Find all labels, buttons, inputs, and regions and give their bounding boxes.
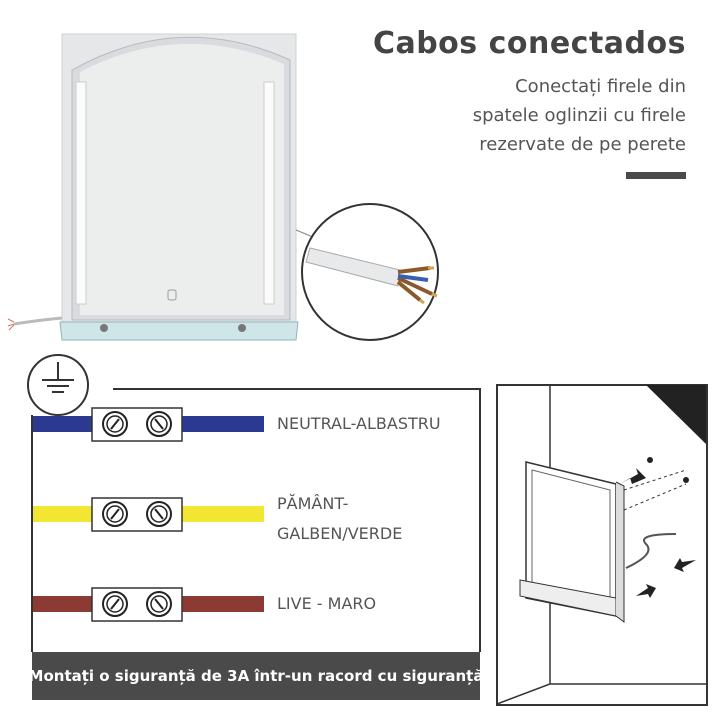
wire-label-line: PĂMÂNT- xyxy=(277,494,349,513)
wire-connector xyxy=(33,407,264,442)
wiring-diagram xyxy=(27,354,481,652)
wire-connector xyxy=(33,497,264,532)
description-line: rezervate de pe perete xyxy=(479,134,686,155)
led-mirror-image xyxy=(7,33,439,341)
divider-bar xyxy=(626,172,686,179)
page-title: Cabos conectados xyxy=(372,26,686,61)
wire-label-live: LIVE - MARO xyxy=(277,594,377,613)
wire-label-neutral: NEUTRAL-ALBASTRU xyxy=(277,414,441,433)
wire-label-earth: PĂMÂNT- GALBEN/VERDE xyxy=(277,489,402,549)
wire-label-line: GALBEN/VERDE xyxy=(277,524,403,543)
wall-mount-diagram xyxy=(496,384,708,706)
description-line: Conectați firele din xyxy=(515,76,686,97)
wire-connector xyxy=(33,587,264,622)
description-line: spatele oglinzii cu firele xyxy=(472,105,686,126)
earth-ground-icon xyxy=(27,354,89,416)
fuse-notice-banner: Montați o siguranță de 3A într-un racord… xyxy=(29,652,483,700)
